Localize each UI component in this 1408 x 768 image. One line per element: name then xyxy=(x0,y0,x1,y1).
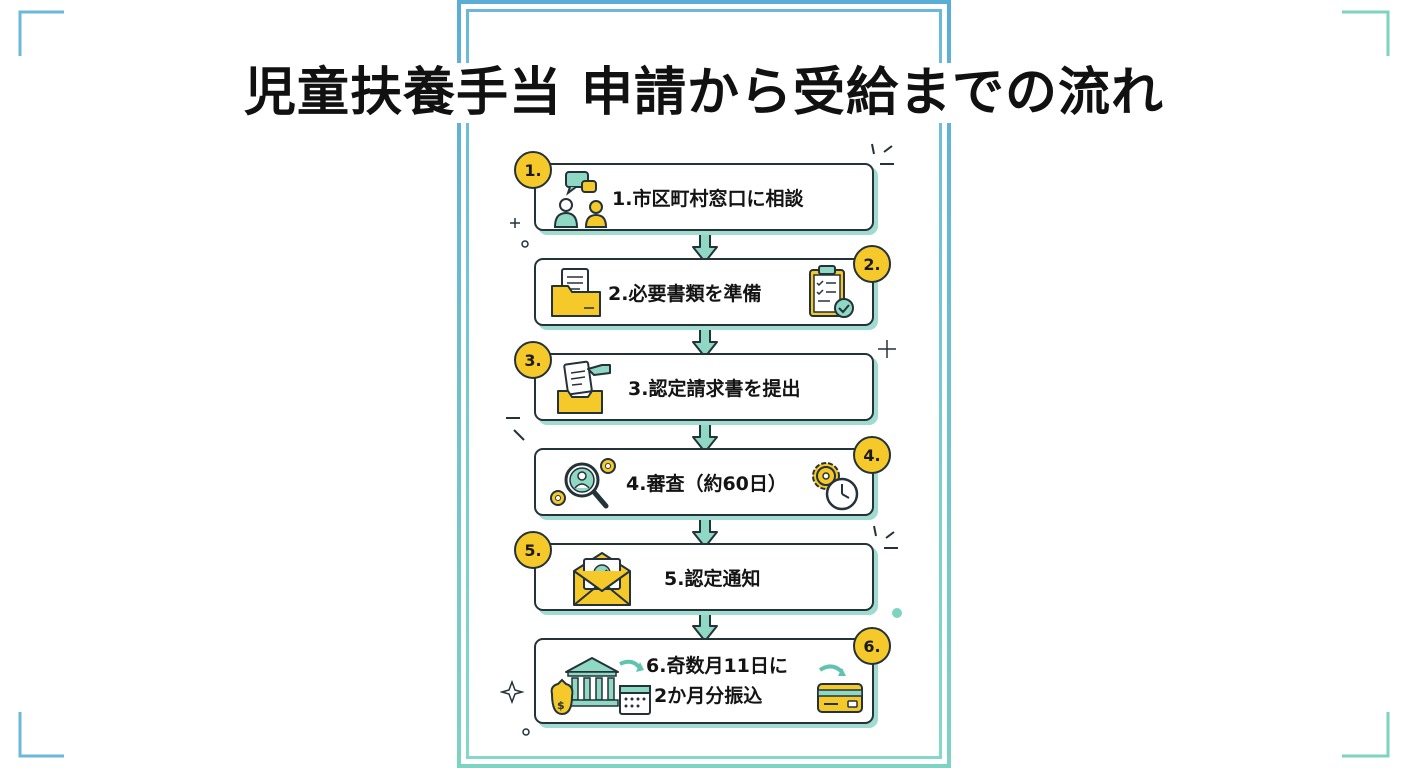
sparkle-decoration xyxy=(500,680,530,736)
credit-card-icon xyxy=(817,664,863,713)
step-1-card: 1.市区町村窓口に相談 xyxy=(534,163,874,231)
step-6-card: $ 6.奇数月11日に 2か月分振込 xyxy=(534,638,874,724)
step-6-label-line1: 6.奇数月11日に xyxy=(646,655,788,677)
sparkle-decoration xyxy=(506,417,525,441)
corner-bracket-top-left xyxy=(18,10,64,56)
documents-folder-icon xyxy=(551,268,601,317)
corner-bracket-bottom-right xyxy=(1342,712,1390,758)
svg-text:$: $ xyxy=(557,699,565,712)
review-search-icon xyxy=(550,458,616,509)
step-4-card: 4.審査（約60日） xyxy=(534,448,874,516)
sparkle-decoration xyxy=(871,143,894,165)
corner-bracket-bottom-left xyxy=(18,712,64,758)
step-6-label-line2: 2か月分振込 xyxy=(654,685,763,707)
step-1-badge: 1. xyxy=(514,151,552,189)
step-6-badge: 6. xyxy=(853,627,891,665)
step-2-label: 2.必要書類を準備 xyxy=(608,283,762,305)
sparkle-decoration xyxy=(873,525,898,549)
step-1-label: 1.市区町村窓口に相談 xyxy=(612,188,804,210)
consultation-icon xyxy=(553,171,608,228)
step-3-badge: 3. xyxy=(514,341,552,379)
step-5-card: 5.認定通知 xyxy=(534,543,874,611)
step-5-label: 5.認定通知 xyxy=(664,568,761,590)
step-4-label: 4.審査（約60日） xyxy=(626,473,787,495)
step-2-badge: 2. xyxy=(853,245,891,283)
submit-form-icon xyxy=(557,360,611,414)
gear-clock-icon xyxy=(812,462,859,511)
corner-bracket-top-right xyxy=(1342,10,1390,56)
sparkle-decoration xyxy=(878,340,896,358)
step-5-badge: 5. xyxy=(514,531,552,569)
page-title: 児童扶養手当 申請から受給までの流れ xyxy=(0,58,1408,128)
step-3-card: 3.認定請求書を提出 xyxy=(534,353,874,421)
dot-decoration xyxy=(892,608,902,618)
step-4-badge: 4. xyxy=(853,436,891,474)
step-2-card: 2.必要書類を準備 xyxy=(534,258,874,326)
flow-arrow xyxy=(692,606,718,642)
notification-envelope-icon xyxy=(573,552,631,606)
checklist-clipboard-icon xyxy=(809,265,854,318)
bank-transfer-icon: $ xyxy=(550,657,651,716)
sparkle-decoration xyxy=(510,218,529,248)
step-3-label: 3.認定請求書を提出 xyxy=(628,378,801,400)
